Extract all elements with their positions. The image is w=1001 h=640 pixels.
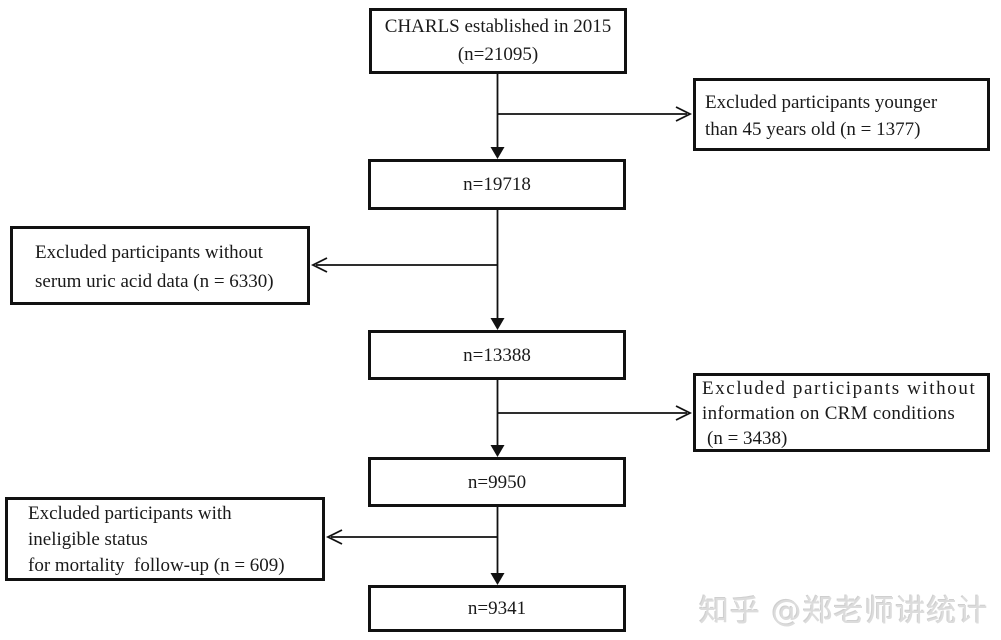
excluded-crm-line3: (n = 3438) bbox=[707, 427, 788, 449]
charls-title-box: CHARLS established in 2015 (n=21095) bbox=[369, 8, 627, 74]
sample-n9341-label: n=9341 bbox=[467, 598, 527, 619]
excluded-mortality-box: Excluded participants with ineligible st… bbox=[5, 497, 325, 581]
sample-box-n9341: n=9341 bbox=[368, 585, 626, 632]
excluded-crm-line2: information on CRM conditions bbox=[702, 402, 956, 424]
zhihu-watermark: 知乎 @郑老师讲统计 bbox=[699, 594, 989, 629]
excluded-uric-line2: serum uric acid data (n = 6330) bbox=[35, 270, 274, 292]
sample-n9950-label: n=9950 bbox=[467, 471, 527, 493]
arrowhead-down-n9341 bbox=[490, 573, 505, 585]
charls-title-line1: CHARLS established in 2015 bbox=[384, 16, 612, 37]
arrowhead-left-mortality bbox=[325, 529, 343, 545]
charls-title-line2: (n=21095) bbox=[457, 44, 539, 65]
arrowhead-right-crm bbox=[675, 405, 693, 421]
arrowhead-down-n19718 bbox=[490, 147, 505, 159]
sample-n13388-label: n=13388 bbox=[463, 344, 531, 366]
excluded-mortality-line1: Excluded participants with bbox=[28, 503, 232, 524]
sample-box-n13388: n=13388 bbox=[368, 330, 626, 380]
excluded-mortality-line3: for mortality follow-up (n = 609) bbox=[28, 555, 285, 576]
excluded-uric-acid-box: Excluded participants without serum uric… bbox=[10, 226, 310, 305]
arrowhead-down-n9950 bbox=[490, 445, 505, 457]
excluded-younger-line1: Excluded participants younger bbox=[705, 91, 938, 113]
excluded-mortality-line2: ineligible status bbox=[28, 529, 148, 550]
sample-box-n19718: n=19718 bbox=[368, 159, 626, 210]
excluded-crm-box: Excluded participants without informatio… bbox=[693, 373, 990, 452]
arrowhead-left-uric bbox=[310, 257, 328, 273]
excluded-younger-box: Excluded participants younger than 45 ye… bbox=[693, 78, 990, 151]
arrowhead-down-n13388 bbox=[490, 318, 505, 330]
excluded-uric-line1: Excluded participants without bbox=[35, 241, 263, 263]
sample-n19718-label: n=19718 bbox=[463, 174, 531, 195]
excluded-crm-line1: Excluded participants without bbox=[702, 377, 977, 399]
excluded-younger-line2: than 45 years old (n = 1377) bbox=[705, 118, 921, 140]
arrowhead-right-younger bbox=[675, 106, 693, 122]
sample-box-n9950: n=9950 bbox=[368, 457, 626, 507]
